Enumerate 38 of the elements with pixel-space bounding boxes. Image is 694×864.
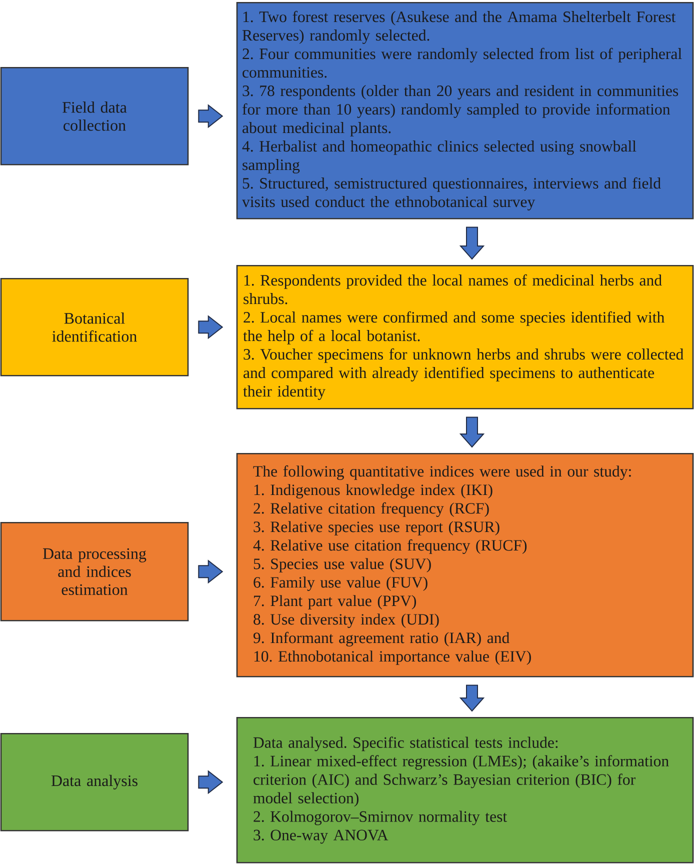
block-arrow [198,770,224,794]
list-item: 3. One-way ANOVA [254,830,388,844]
list-item: 10. Ethnobotanical importance value (EIV) [254,650,531,665]
list-item: 6. Family use value (FUV) [254,576,428,591]
list-item: 4. Herbalist and homeopathic clinics selected using snowball sampling [242,140,636,174]
description-box [236,265,694,410]
stage-box: Botanical identification [0,278,189,376]
description-box [236,717,694,864]
block-arrow [198,560,224,584]
stage-box: Data analysis [0,733,189,832]
block-arrow [198,315,224,340]
list-item: 1. Two forest reserves (Asukese and the Amama Shelterbelt Forest Reserves) randomly selected. [242,10,676,44]
list-item: 2. Local names were confirmed and some species identified with the help of a local botanist. [243,311,664,344]
list-item: 2. Relative citation frequency (RCF) [254,502,489,517]
list-item: 3. 78 respondents (older than 20 years and resident in communities for more than 10 years) randomly sampled to provide information about medicinal plants. [242,85,678,136]
list-item: 3. Relative species use report (RSUR) [254,521,500,536]
description-box [236,2,694,220]
list-item: 5. Structured, semistructured questionnaires, interviews and field visits used conduct the ethnobotanical survey [242,177,661,210]
list-item: 2. Four communities were randomly selected from list of peripheral communities. [242,48,682,78]
list-item: 4. Relative use citation frequency (RUCF) [253,539,527,554]
list-item: 8. Use diversity index (UDI) [254,614,439,628]
stage-box: Data processing and indices estimation [0,522,189,622]
list-item: 1. Linear mixed-effect regression (LMEs); (akaike’s information criterion (AIC) and Schwarz’s Bayesian criterion (BIC) for model selection) [253,755,669,807]
intro-text: Data analysed. Specific statistical tests include: [253,736,558,752]
intro-text: The following quantitative indices were used in our study: [253,465,631,480]
stage-box: Field data collection [0,67,189,166]
list-item: 1. Respondents provided the local names of medicinal herbs and shrubs. [244,274,662,304]
list-item: 9. Informant agreement ratio (IAR) and [254,632,510,646]
list-item: 2. Kolmogorov–Smirnov normality test [254,810,508,826]
block-arrow [459,684,485,712]
list-item: 1. Indigenous knowledge index (IKI) [254,484,492,498]
block-arrow [459,226,485,260]
block-arrow [459,416,485,448]
list-item: 5. Species use value (SUV) [254,558,431,572]
block-arrow [198,104,224,128]
list-item: 7. Plant part value (PPV) [254,595,416,610]
description-box [236,453,694,678]
list-item: 3. Voucher specimens for unknown herbs and shrubs were collected and compared with already identified specimens to authenticate their identity [243,348,684,400]
